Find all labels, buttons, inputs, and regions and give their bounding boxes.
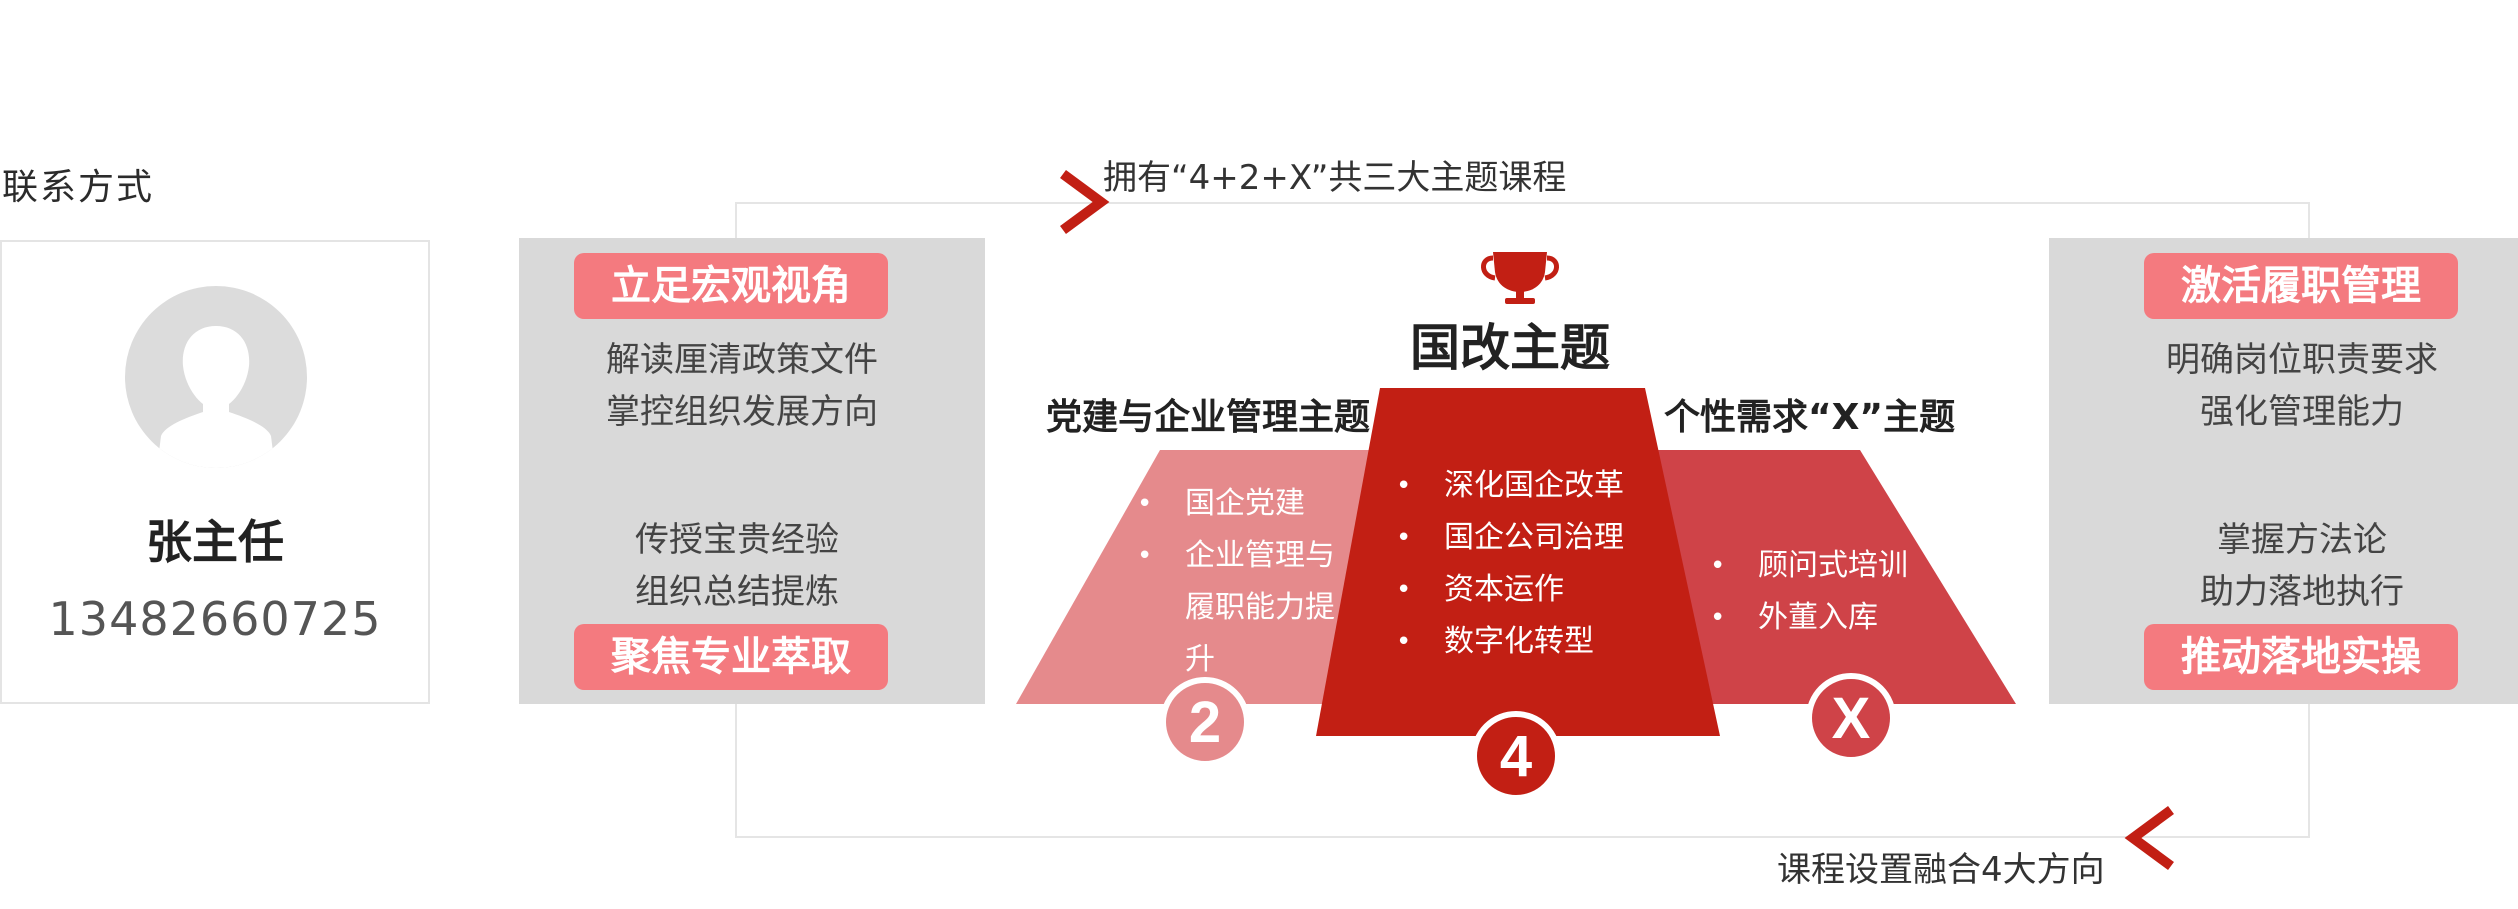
left-theme-list: 国企党建 企业管理与履职能力提升	[1137, 478, 1357, 686]
right-bottom-pill: 推动落地实操	[2144, 624, 2458, 690]
list-item: 资本运作	[1396, 564, 1676, 616]
right-top-text: 明确岗位职责要求 强化管理能力	[2079, 334, 2518, 438]
left-top-line: 掌控组织发展方向	[606, 392, 878, 432]
center-theme-list: 深化国企改革 国企公司治理 资本运作 数字化转型	[1396, 460, 1676, 668]
contact-heading: 联系方式	[2, 167, 155, 208]
right-bottom-line: 助力落地执行	[2200, 572, 2404, 612]
left-theme-number: 2	[1189, 690, 1221, 755]
list-item: 数字化转型	[1396, 616, 1676, 668]
left-top-pill: 立足宏观视角	[574, 253, 888, 319]
contact-name: 张主任	[146, 515, 284, 569]
list-item: 国企党建	[1137, 478, 1357, 530]
right-top-line: 明确岗位职责要求	[2166, 340, 2438, 380]
contact-phone: 13482660725	[48, 592, 382, 646]
center-number-circle	[1471, 711, 1561, 801]
bottom-caption: 课程设置融合4大方向	[1777, 850, 2105, 890]
right-bottom-line: 掌握方法论	[2217, 520, 2387, 560]
left-theme-title: 党建与企业管理主题	[1046, 397, 1371, 438]
chevron-right-icon	[1060, 169, 1110, 235]
list-item: 顾问式培训	[1710, 540, 1970, 592]
right-theme-number: X	[1832, 686, 1871, 751]
left-bottom-line: 传授宝贵经验	[635, 520, 839, 560]
trophy-icon	[1481, 252, 1559, 304]
left-bottom-pill: 聚焦专业萃取	[574, 624, 888, 690]
list-item: 国企公司治理	[1396, 512, 1676, 564]
center-theme-title: 国改主题	[1410, 319, 1610, 377]
list-item: 外董入库	[1710, 592, 1970, 644]
user-avatar-icon	[125, 286, 307, 468]
right-top-pill: 激活履职管理	[2144, 253, 2458, 319]
top-caption: 拥有“4+2+X”共三大主题课程	[1103, 158, 1567, 198]
list-item: 深化国企改革	[1396, 460, 1676, 512]
right-number-circle	[1806, 673, 1896, 763]
left-bottom-line: 组织总结提炼	[635, 572, 839, 612]
center-theme-number: 4	[1500, 724, 1532, 789]
right-bottom-text: 掌握方法论 助力落地执行	[2079, 514, 2518, 618]
left-top-text: 解读厘清政策文件 掌控组织发展方向	[519, 334, 965, 438]
right-top-line: 强化管理能力	[2200, 392, 2404, 432]
left-bottom-text: 传授宝贵经验 组织总结提炼	[519, 514, 955, 618]
right-theme-title: 个性需求“X”主题	[1664, 397, 1956, 438]
chevron-left-icon	[2124, 805, 2174, 871]
list-item: 企业管理与履职能力提升	[1137, 530, 1357, 686]
right-theme-list: 顾问式培训 外董入库	[1710, 540, 1970, 644]
left-top-line: 解读厘清政策文件	[606, 340, 878, 380]
